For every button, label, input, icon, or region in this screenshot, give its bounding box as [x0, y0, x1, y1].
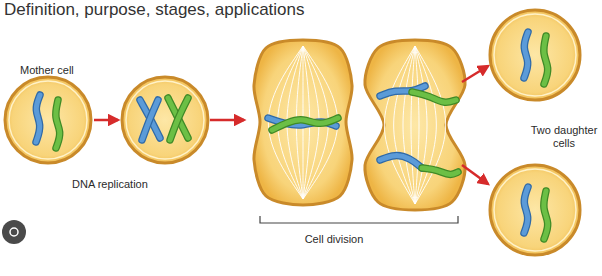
stage-label: DNA replication [72, 178, 148, 191]
lens-icon-glyph [10, 228, 18, 236]
process-arrow [94, 119, 118, 122]
chromosome [544, 191, 548, 239]
stage-label: Mother cell [20, 64, 74, 77]
chromosome [142, 100, 158, 140]
chromosome-outline [380, 156, 422, 168]
process-arrow [462, 66, 488, 82]
chromosome [524, 187, 528, 233]
process-arrow [210, 119, 244, 122]
cell-membrane [9, 81, 87, 159]
chromosome [272, 118, 338, 130]
chromosome-outline [544, 36, 548, 84]
chromosome [422, 168, 458, 174]
spindle-fibers [384, 46, 445, 204]
stage-bracket [260, 216, 458, 223]
chromosome-outline [170, 98, 188, 140]
chromosome [412, 92, 456, 102]
chromosome-outline [412, 92, 456, 102]
chromosome-outline [524, 32, 528, 78]
cell-body [490, 165, 580, 255]
chromosome [56, 100, 60, 148]
chromosome [380, 156, 422, 168]
stage-label: Cell division [305, 233, 364, 246]
chromosome [524, 32, 528, 78]
spindle-fibers [268, 46, 337, 199]
chromosome [170, 98, 188, 140]
dividing-cell [254, 40, 352, 205]
lens-icon [2, 220, 26, 244]
chromosome-outline [36, 95, 40, 142]
cell-body [5, 77, 91, 163]
chromosome-outline [524, 187, 528, 233]
stage-label: Two daughter cells [529, 124, 599, 149]
chromosome [544, 36, 548, 84]
cell-body [490, 10, 580, 100]
chromosome-outline [56, 100, 60, 148]
chromosome-outline [142, 100, 158, 140]
chromosome-outline [422, 168, 458, 174]
dividing-cell [365, 40, 465, 210]
cell-membrane [494, 14, 576, 96]
page-title: Definition, purpose, stages, application… [4, 1, 305, 20]
chromosome-outline [272, 118, 338, 130]
process-arrow [462, 165, 488, 184]
cell-membrane [126, 81, 204, 159]
chromosome-outline [544, 191, 548, 239]
chromosome [36, 95, 40, 142]
cell-membrane [494, 169, 576, 251]
cell-body [122, 77, 208, 163]
